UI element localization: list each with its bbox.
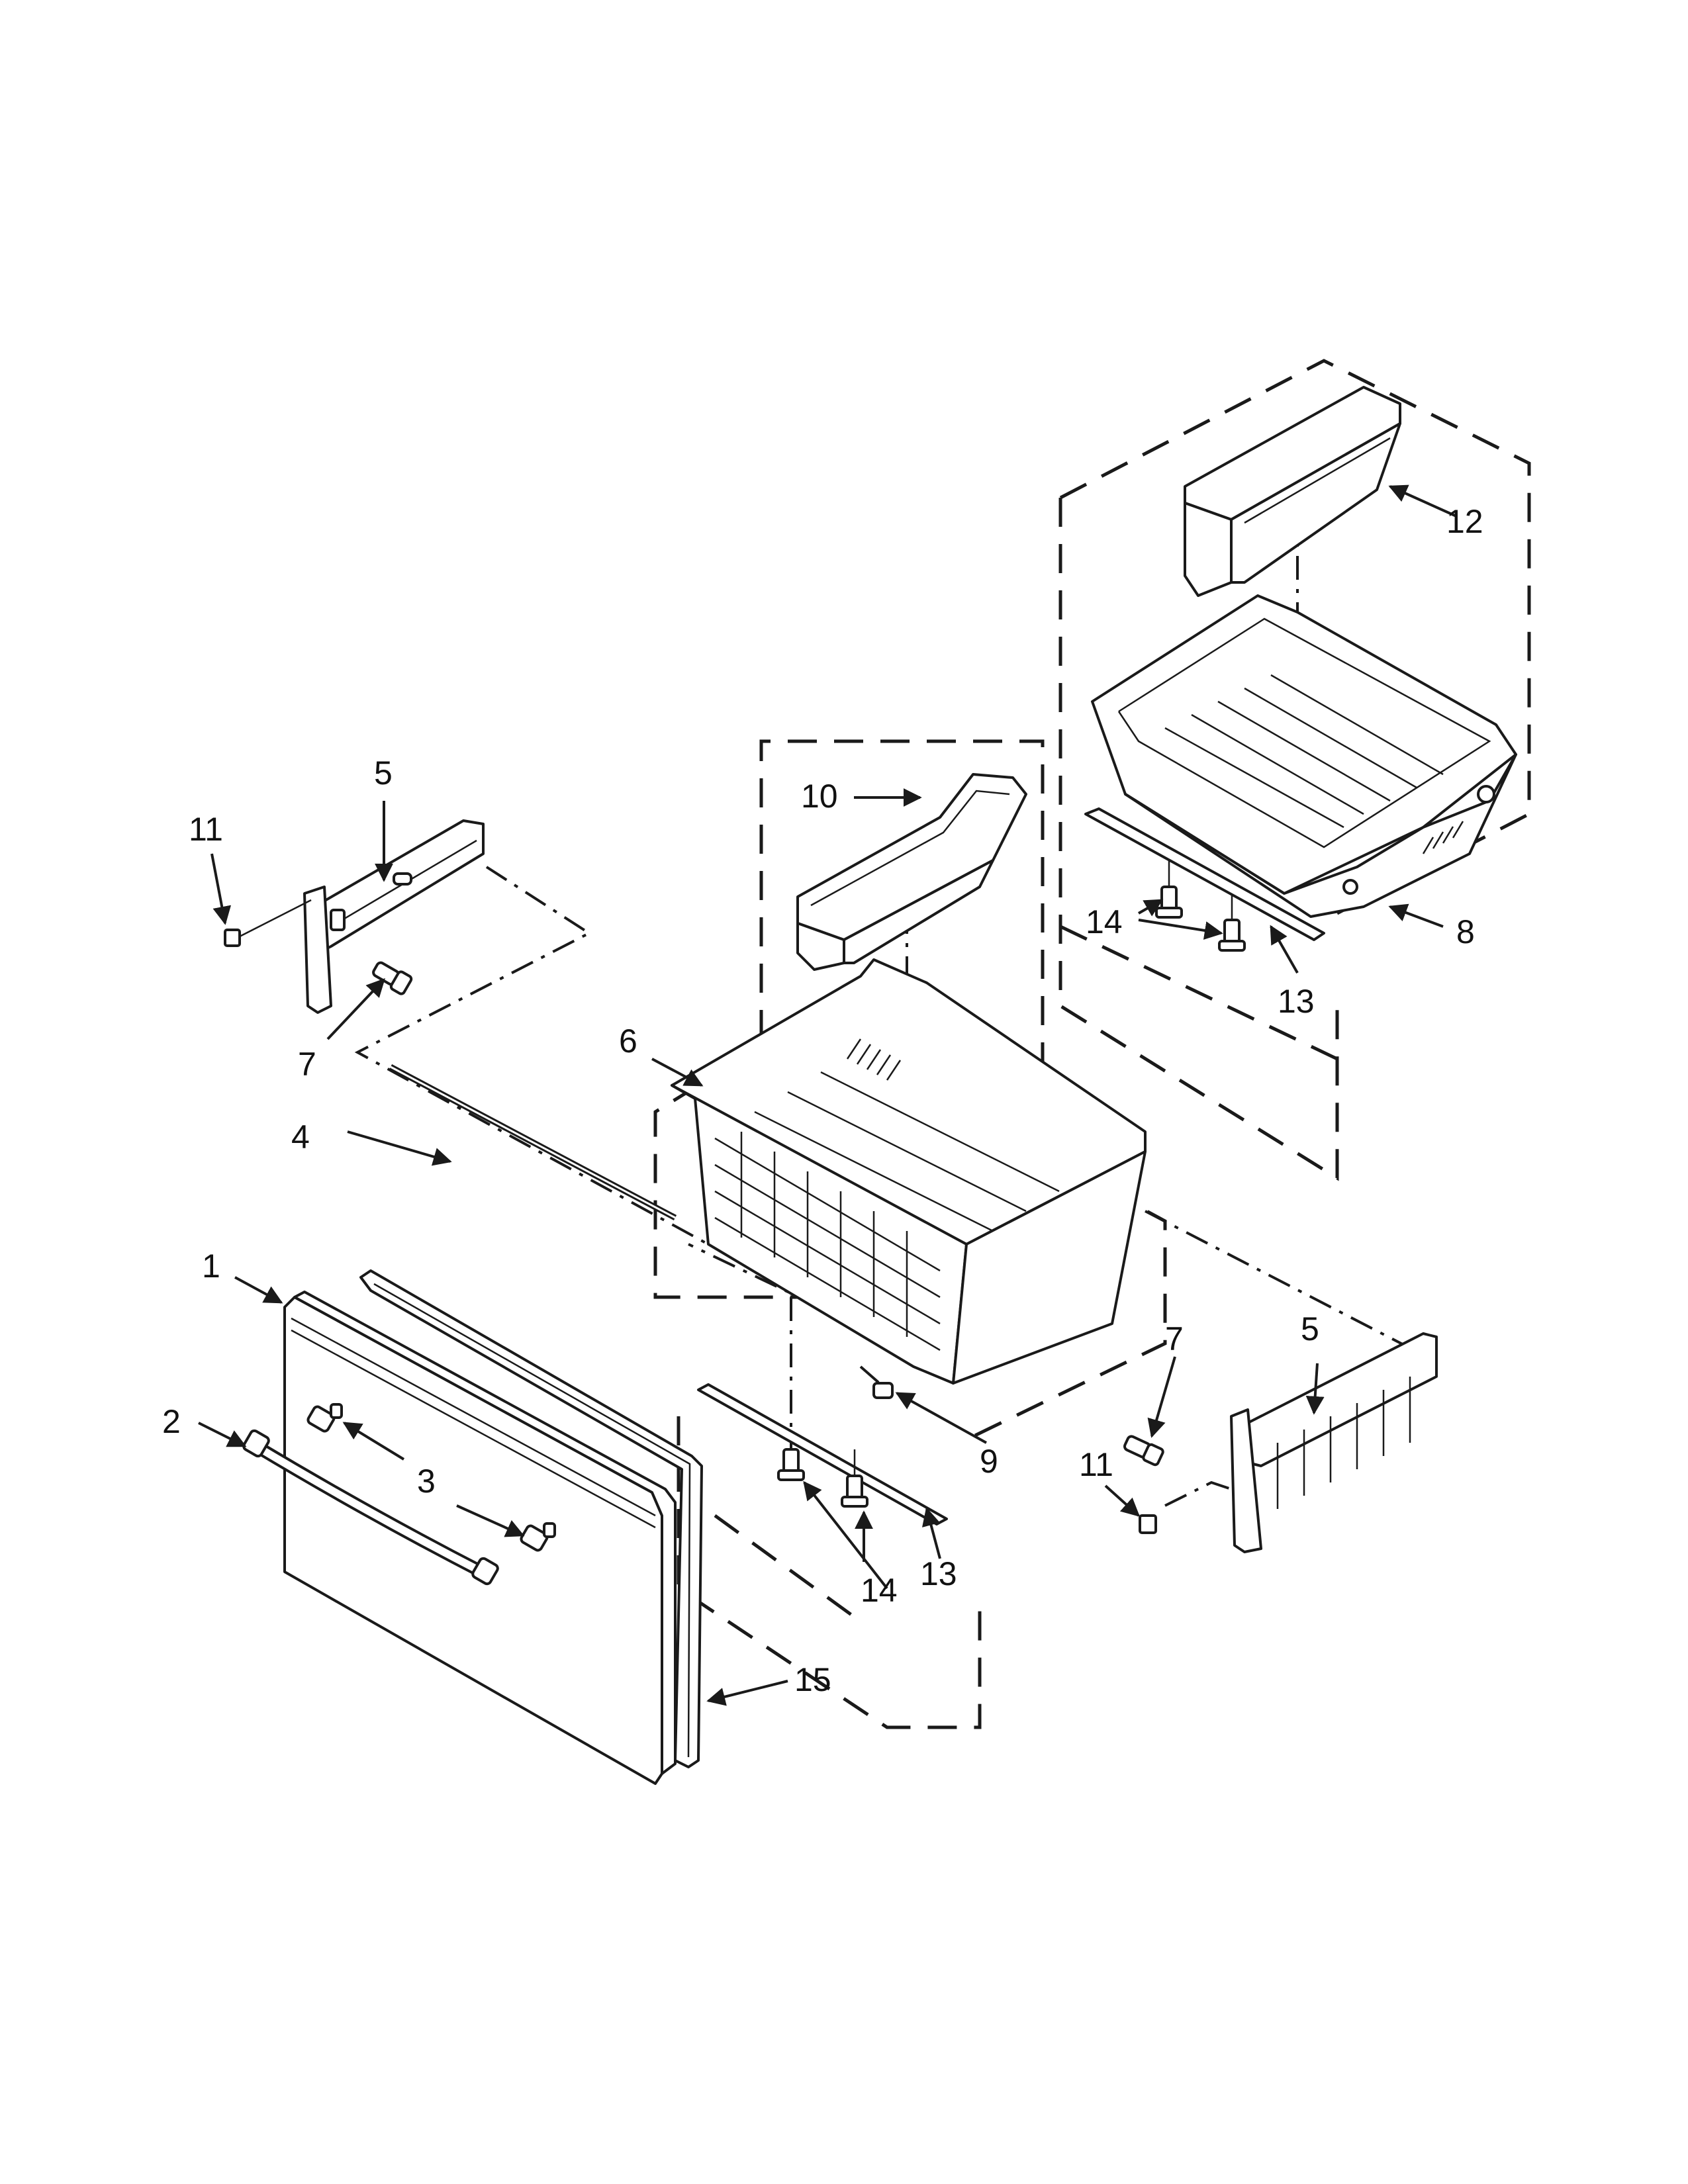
callout-labels: 1 2 3 4 5 5 6 7 7 8 9 10 11 11 12 13 13 … — [162, 503, 1483, 1698]
callout-13-lower: 13 — [920, 1555, 957, 1592]
stop-clip-left — [224, 899, 312, 947]
callout-11-right: 11 — [1079, 1446, 1113, 1483]
small-bin-upper — [1184, 386, 1401, 597]
callout-7-right: 7 — [1165, 1320, 1184, 1357]
lower-drawer-front-grid — [714, 1132, 941, 1351]
lower-drawer-vent — [846, 1038, 902, 1081]
stop-clip-right — [1139, 1514, 1157, 1534]
callout-9: 9 — [980, 1443, 998, 1480]
slide-rail-left — [303, 819, 485, 1014]
callout-13-upper: 13 — [1278, 983, 1315, 1020]
callout-5-left: 5 — [374, 754, 393, 792]
door-gasket — [359, 1269, 703, 1768]
slide-rail-right-slots — [1276, 1377, 1411, 1509]
upper-drawer-vent — [1422, 821, 1464, 854]
callout-10: 10 — [801, 778, 838, 815]
leader-arrows — [198, 484, 1457, 1706]
door-panel — [283, 1291, 677, 1785]
callout-5-right: 5 — [1301, 1310, 1319, 1347]
callout-2: 2 — [162, 1403, 181, 1440]
callout-11-left: 11 — [189, 811, 223, 848]
callout-6: 6 — [619, 1023, 637, 1060]
screw-left — [372, 961, 413, 995]
rail-strip-lower — [697, 1383, 948, 1525]
upper-drawer — [1091, 594, 1517, 918]
callout-1: 1 — [202, 1248, 220, 1285]
callout-4: 4 — [291, 1118, 310, 1156]
upper-drawer-ribs — [1164, 674, 1444, 829]
slide-rail-right — [1230, 1332, 1438, 1553]
rod — [389, 1064, 677, 1220]
callout-3: 3 — [417, 1463, 436, 1500]
rail-strip-upper — [1084, 807, 1325, 941]
callout-8: 8 — [1456, 913, 1475, 950]
callout-12: 12 — [1446, 503, 1483, 540]
clip — [872, 1382, 894, 1399]
callout-14-lower: 14 — [861, 1572, 898, 1609]
door-handle — [242, 1429, 499, 1586]
lower-drawer-ribs — [754, 1071, 1060, 1232]
callout-14-upper: 14 — [1086, 903, 1123, 940]
callout-7-left: 7 — [298, 1046, 316, 1083]
callout-15: 15 — [794, 1661, 831, 1698]
screw-right — [1123, 1435, 1164, 1467]
lower-drawer — [671, 958, 1147, 1385]
bin-lower — [796, 773, 1027, 971]
screws-lower — [777, 1448, 868, 1508]
